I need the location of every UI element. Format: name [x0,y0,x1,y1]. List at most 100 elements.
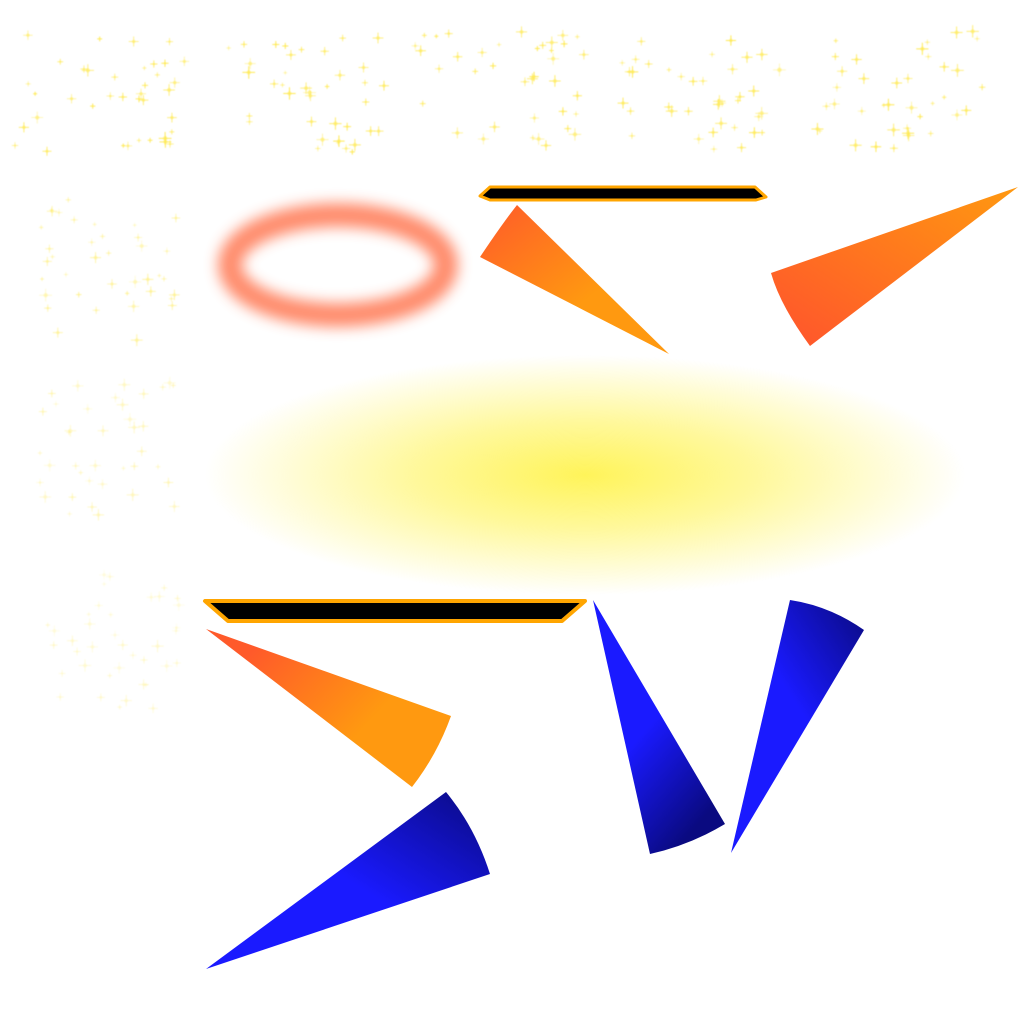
sparkle-glow [72,218,76,222]
sparkle-glow [307,90,312,95]
sparkle-glow [103,583,105,585]
sparkle-glow [629,109,632,113]
sparkle-glow [561,109,565,113]
sparkle-glow [892,146,896,150]
sparkle-glow [376,36,380,40]
sparkle-glow [45,149,49,153]
sparkle-glow [40,226,43,229]
yellow-glow-sprite [205,355,965,595]
sparkle-glow [368,129,373,133]
sparkle-glow [59,60,62,63]
sparkle-glow [39,452,41,454]
sparkle-glow [647,62,651,66]
sparkle-glow [102,573,106,577]
sparkle-glow [931,102,934,105]
sparkle-glow [300,48,303,51]
sparkle-glow [712,147,716,151]
sparkle-glow [621,101,625,106]
sparkle-glow [854,57,859,62]
sparkle-glow [669,109,674,114]
sparkle-glow [130,492,135,497]
sparkle-glow [109,613,112,616]
sparkle-glow [894,81,899,85]
sparkle-glow [174,216,178,220]
sparkle-glow [121,95,125,99]
glow-ring-sprite [218,203,458,327]
blue-shard-sprite [593,600,725,854]
sparkle-glow [167,380,172,385]
sparkle-glow [739,146,744,150]
sparkle-glow [41,410,45,414]
sparkle-glow [117,665,122,670]
sparkle-glow [575,113,578,115]
sparkle-glow [536,136,541,141]
sparkle-glow [52,629,57,633]
sparkle-glow [170,303,174,308]
sparkle-glow [97,604,101,607]
sparkle-glow [145,277,150,282]
sparkle-glow [248,61,253,66]
sparkle-glow [170,297,173,300]
sparkle-glow [326,85,328,88]
sparkle-glow [163,277,165,280]
sparkle-glow [38,481,42,484]
sparkle-glow [113,396,118,400]
sparkle-glow [68,513,71,515]
sparkle-glow [272,82,276,86]
sparkle-glow [124,698,129,703]
sparkle-glow [170,115,174,120]
sparkle-glow [157,465,159,468]
sparkle-glow [166,480,171,485]
sparkle-glow [309,119,314,124]
sparkle-glow [720,101,724,105]
sparkle-glow [891,127,896,133]
sparkle-glow [909,105,914,110]
sparkle-glow [287,91,292,96]
sparkle-glow [47,463,52,468]
sparkle-glow [145,684,147,686]
sparkle-glow [455,130,460,135]
sparkle-glow [172,504,177,509]
sparkle-glow [519,29,524,34]
sparkle-glow [882,104,885,107]
sparkle-glow [418,48,423,53]
sparkle-glow [481,137,486,141]
sparkle-glow [560,33,565,38]
sparkle-glow [82,67,86,71]
sparkle-glow [91,105,94,108]
sparkle-glow [531,136,534,139]
sparkle-glow [35,115,40,120]
sparkle-glow [730,67,735,72]
sparkle-glow [668,68,670,71]
sparkle-glow [122,467,125,469]
sparkle-glow [718,121,724,126]
sparkle-glow [108,94,112,98]
sparkle-glow [575,94,579,98]
sparkle-glow [131,304,136,309]
sparkle-glow [136,236,140,239]
sparkle-glow [874,144,878,149]
sparkle-glow [248,114,251,118]
sparkle-glow [141,682,146,687]
sparkle-glow [860,109,864,113]
sparkle-glow [711,53,714,56]
sparkle-glow [90,240,94,244]
sparkle-glow [90,505,94,509]
sparkle-glow [751,89,756,93]
sparkle-glow [834,39,837,42]
sparkle-glow [544,143,548,148]
sparkle-glow [423,34,426,37]
sparkle-glow [364,100,368,104]
sparkle-glow [22,125,26,130]
sparkle-glow [929,132,932,135]
sparkle-glow [376,129,381,133]
blue-shard-sprite [731,600,864,853]
sparkle-glow [156,73,159,76]
sparkle-glow [142,658,146,662]
sparkle-glow [492,125,497,129]
sparkle-glow [532,116,537,120]
sparkle-glow [82,663,88,668]
sparkle-glow [738,95,742,99]
sparkle-glow [79,471,82,474]
sparkle-glow [93,463,98,468]
